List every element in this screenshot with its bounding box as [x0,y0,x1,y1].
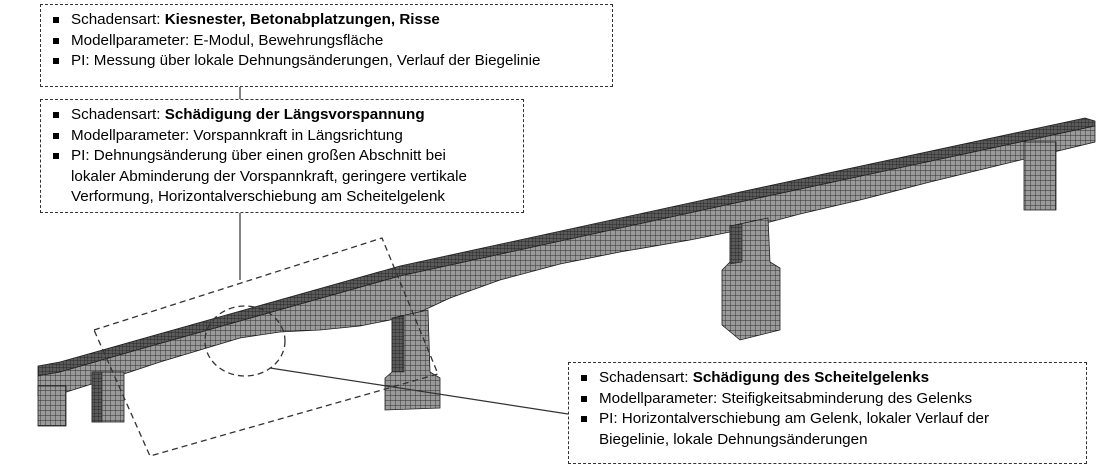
bullet-icon [53,153,59,159]
damage-type-label: Schadensart: [599,369,693,386]
pi-line: PI: Messung über lokale Dehnungsänderung… [49,51,604,72]
damage-type-line: Schadensart: Schädigung des Scheitelgele… [577,368,1078,389]
damage-type-line: Schadensart: Schädigung der Längsvorspan… [49,105,515,126]
model-parameter-line: Modellparameter: Vorspannkraft in Längsr… [49,126,515,147]
bullet-icon [581,416,587,422]
crown-hinge-circle [204,305,286,377]
model-parameter-text: Modellparameter: Vorspannkraft in Längsr… [71,126,403,144]
damage-type-line: Schadensart: Kiesnester, Betonabplatzung… [49,10,604,31]
bullet-icon [53,17,59,23]
leader-line-box-3 [269,367,569,415]
pi-text: Biegelinie, lokale Dehnungsänderungen [599,430,868,448]
left-end-support [37,385,67,427]
callout-prestress-damage: Schadensart: Schädigung der Längsvorspan… [40,99,524,213]
bullet-icon [53,112,59,118]
pier-3-shadow [729,223,743,265]
model-parameter-text: Modellparameter: E-Modul, Bewehrungsfläc… [71,31,384,49]
pi-text: lokaler Abminderung der Vorspannkraft, g… [71,167,467,185]
bullet-icon [581,395,587,402]
pi-line-continued: Biegelinie, lokale Dehnungsänderungen [577,430,1078,451]
pi-line-continued: lokaler Abminderung der Vorspannkraft, g… [49,167,515,188]
damage-type-value: Kiesnester, Betonabplatzungen, Risse [164,11,440,28]
damage-type-label: Schadensart: [71,11,165,28]
damage-type-label: Schadensart: [71,106,165,123]
model-parameter-text: Modellparameter: Steifigkeitsabminderung… [599,389,973,407]
pi-text: PI: Dehnungsänderung über einen großen A… [71,147,446,164]
model-parameter-line: Modellparameter: E-Modul, Bewehrungsfläc… [49,31,604,52]
pi-text: PI: Horizontalverschiebung am Gelenk, lo… [599,410,990,427]
bullet-icon [53,132,59,139]
pi-line: PI: Horizontalverschiebung am Gelenk, lo… [577,409,1078,430]
bullet-icon [53,58,59,64]
bullet-icon [581,375,587,381]
pi-line-continued: Verformung, Horizontalverschiebung am Sc… [49,187,515,208]
model-parameter-line: Modellparameter: Steifigkeitsabminderung… [577,389,1078,410]
damage-type-value: Schädigung des Scheitelgelenks [692,369,930,386]
pi-text: Verformung, Horizontalverschiebung am Sc… [71,188,445,205]
damage-type-value: Schädigung der Längsvorspannung [164,106,425,123]
bridge-deck-side [37,125,1096,397]
callout-crown-hinge-damage: Schadensart: Schädigung des Scheitelgele… [568,362,1087,464]
pier-2-shadow [391,315,405,373]
bullet-icon [53,37,59,44]
pi-line: PI: Dehnungsänderung über einen großen A… [49,146,515,167]
left-pier-1-dark [91,371,103,423]
right-end-pier [1023,141,1057,211]
prestress-region-frame [93,237,439,457]
callout-concrete-defects: Schadensart: Kiesnester, Betonabplatzung… [40,4,613,87]
pi-text: PI: Messung über lokale Dehnungsänderung… [71,52,541,69]
